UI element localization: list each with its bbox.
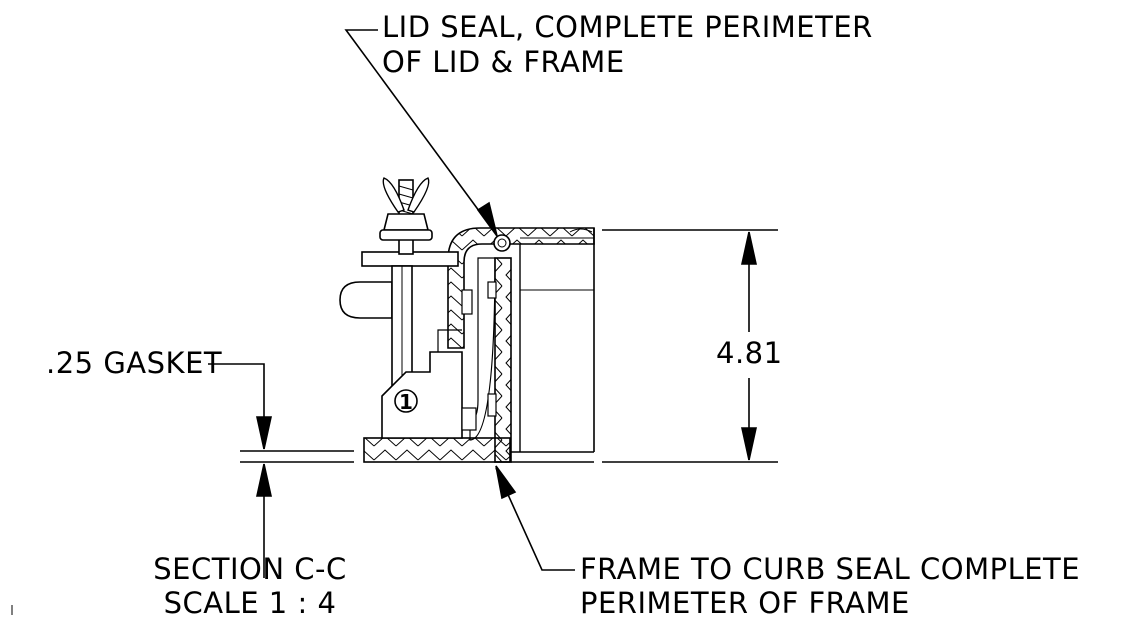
lid-seal-note-line1: LID SEAL, COMPLETE PERIMETER — [382, 10, 873, 44]
item-balloon: 1 — [394, 389, 418, 414]
gasket-dimension — [208, 363, 354, 578]
frame-seal-leader — [495, 465, 575, 571]
balloon-number: 1 — [399, 390, 413, 414]
frame-seal-note-line1: FRAME TO CURB SEAL COMPLETE — [580, 552, 1081, 586]
height-dimension — [602, 229, 778, 463]
lid-seal-leader — [344, 29, 498, 237]
gasket-label: .25 GASKET — [46, 346, 223, 380]
latch-hardware — [339, 251, 497, 439]
lid — [447, 227, 595, 463]
section-title: SECTION C-C — [153, 552, 347, 586]
lid-seal — [493, 234, 511, 252]
base-plate — [363, 437, 511, 463]
lid-seal-note-line2: OF LID & FRAME — [382, 45, 625, 79]
section-scale: SCALE 1 : 4 — [163, 586, 337, 620]
height-dimension-value: 4.81 — [716, 336, 783, 370]
frame-wall — [469, 257, 512, 463]
wing-nut — [379, 177, 433, 255]
frame-seal-note-line2: PERIMETER OF FRAME — [580, 586, 910, 620]
